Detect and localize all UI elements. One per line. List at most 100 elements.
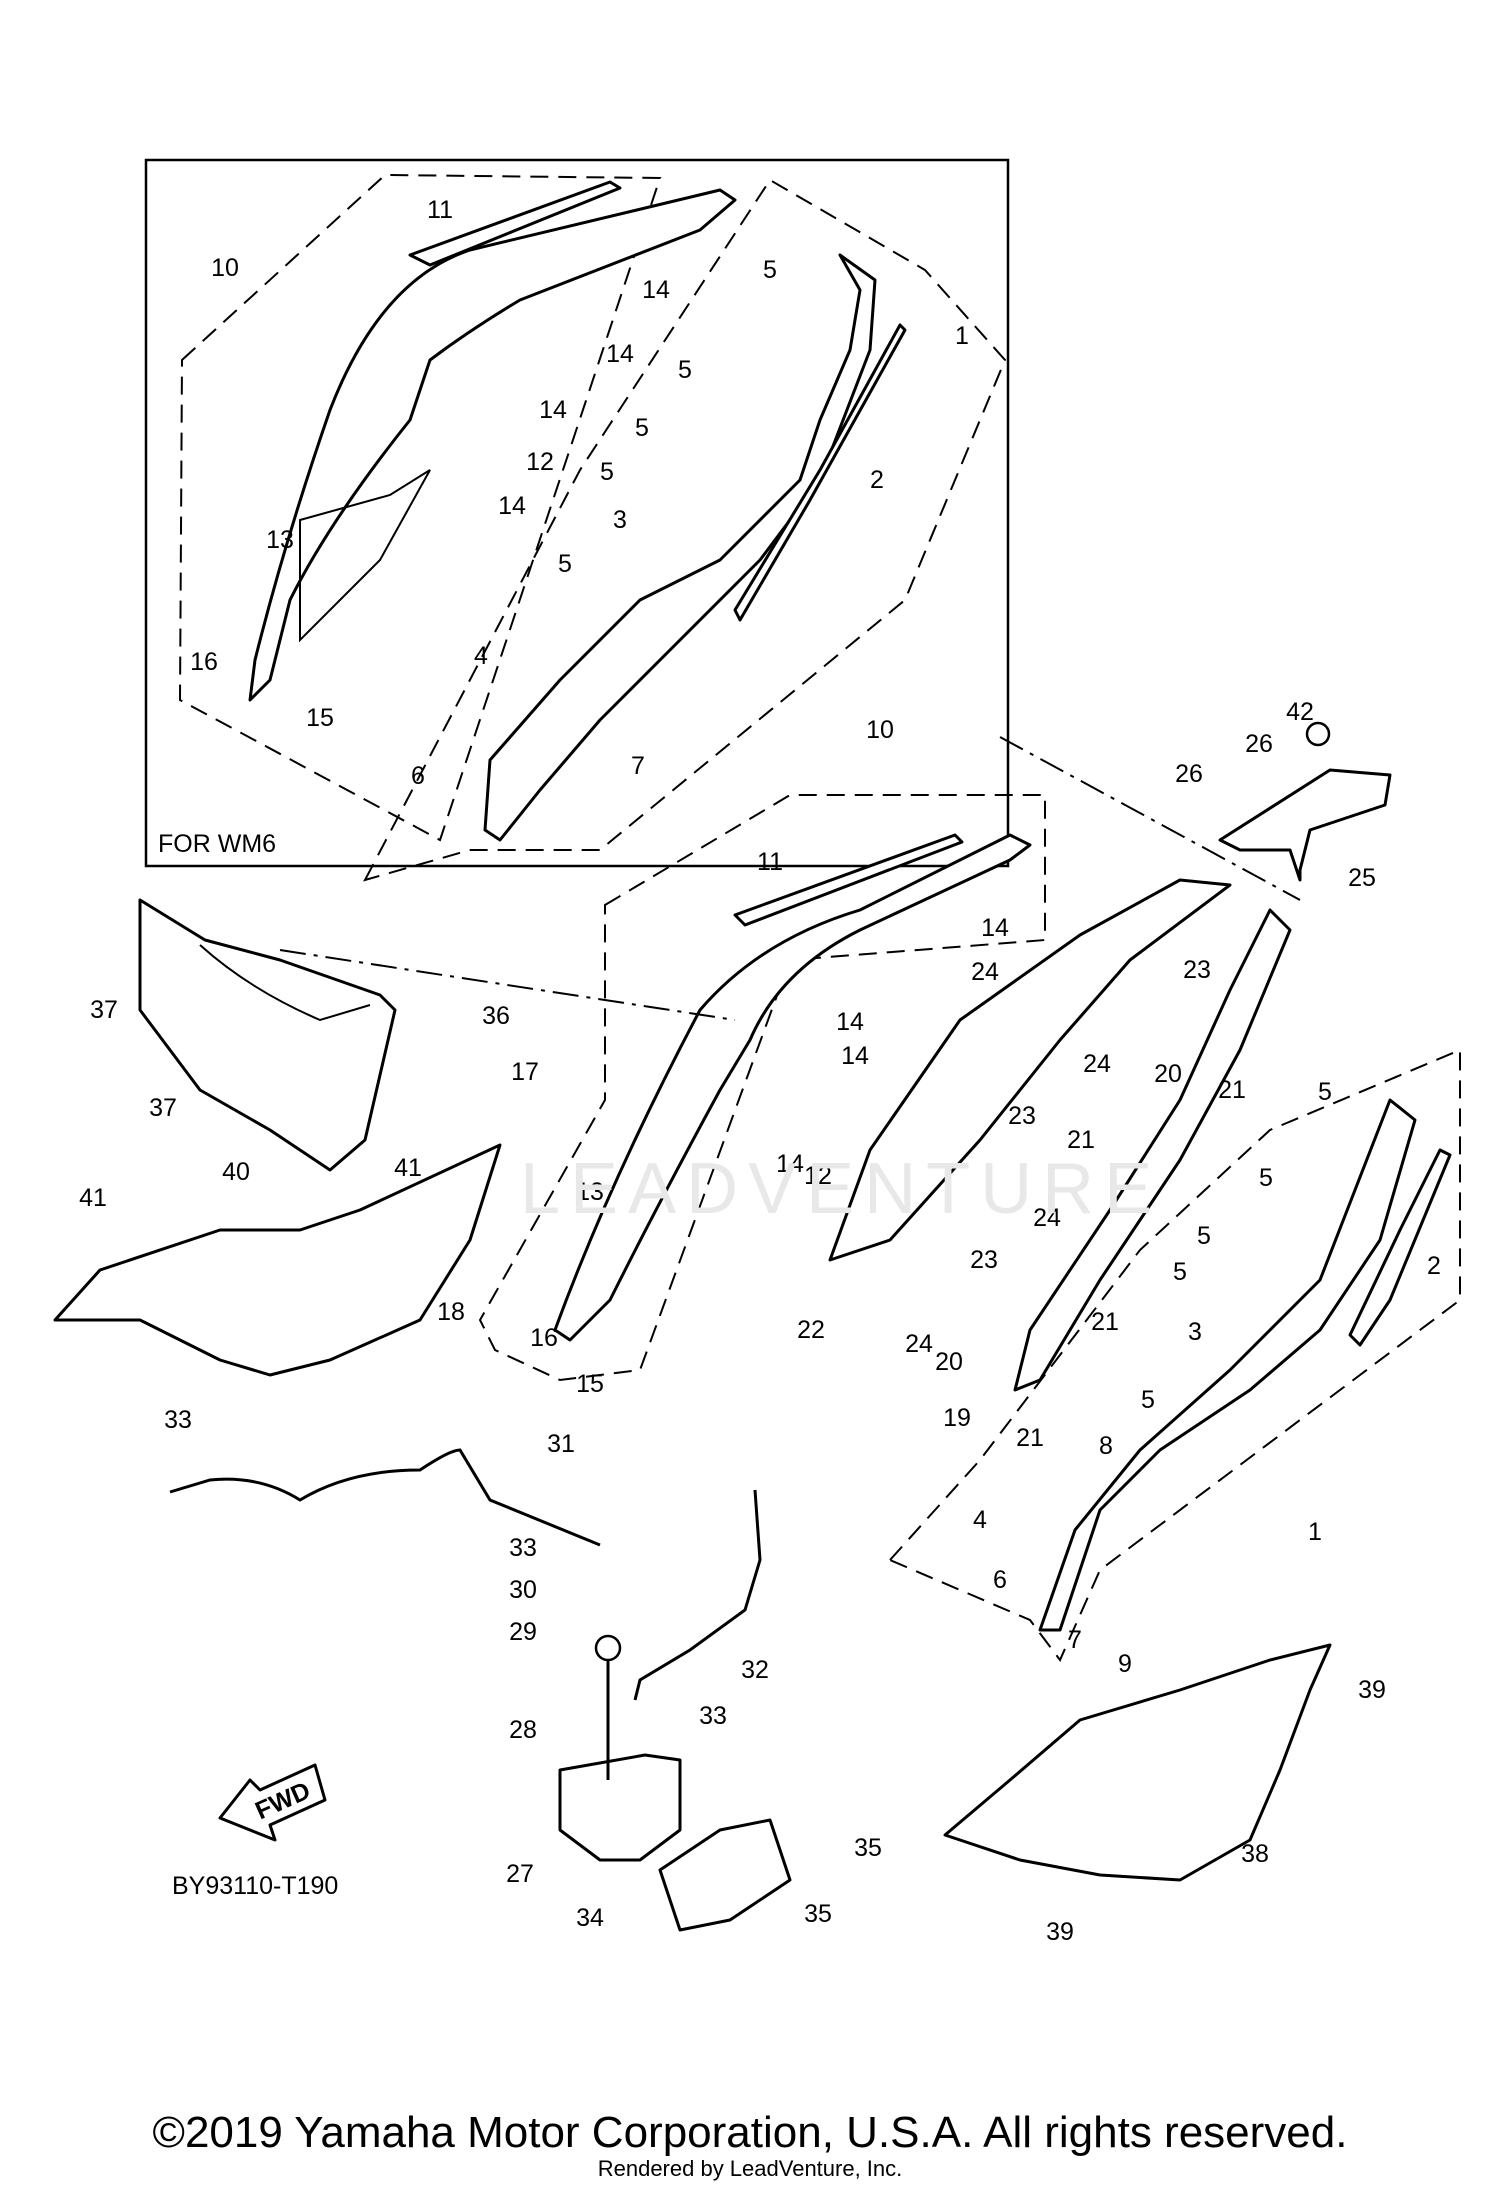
panel-38 <box>943 1643 1332 1882</box>
main-tail-cowl-stripe <box>733 833 964 927</box>
callout-number: 14 <box>836 1008 864 1036</box>
callout-number: 21 <box>1016 1424 1044 1452</box>
callout-number: 18 <box>437 1298 465 1326</box>
callout-number: 5 <box>1259 1164 1273 1192</box>
main-side-cover <box>1038 1098 1417 1632</box>
callout-number: 39 <box>1046 1918 1074 1946</box>
callout-number: 10 <box>866 716 894 744</box>
cover-34 <box>658 1818 792 1932</box>
callout-number: 40 <box>222 1158 250 1186</box>
fwd-arrow <box>218 1763 327 1842</box>
cap-42 <box>1305 721 1331 747</box>
main-group-1 <box>888 1048 1461 1662</box>
callout-number: 41 <box>79 1184 107 1212</box>
callout-number: 16 <box>190 648 218 676</box>
callout-number: 16 <box>530 1324 558 1352</box>
callout-number: 5 <box>763 256 777 284</box>
callout-number: 23 <box>1008 1102 1036 1130</box>
callout-number: 8 <box>1099 1432 1113 1460</box>
callout-number: 35 <box>854 1834 882 1862</box>
watermark: LEADVENTURE <box>520 1149 1163 1229</box>
callout-number: 13 <box>576 1178 604 1206</box>
callout-number: 30 <box>509 1576 537 1604</box>
callout-number: 5 <box>1173 1258 1187 1286</box>
callout-number: 5 <box>1197 1222 1211 1250</box>
bracket-25 <box>1218 768 1392 882</box>
callout-number: 21 <box>1091 1308 1119 1336</box>
main-group-10 <box>478 794 1046 1382</box>
rendered-by-text: Rendered by LeadVenture, Inc. <box>597 2156 903 2181</box>
callout-number: 15 <box>576 1370 604 1398</box>
hose-32 <box>633 1489 762 1701</box>
callout-number: 6 <box>993 1566 1007 1594</box>
callout-number: 39 <box>1358 1676 1386 1704</box>
callout-number: 42 <box>1286 698 1314 726</box>
callout-number: 29 <box>509 1618 537 1646</box>
callout-number: 24 <box>1083 1050 1111 1078</box>
callout-number: 5 <box>1318 1078 1332 1106</box>
inset-group-10 <box>178 173 662 842</box>
callout-number: 7 <box>1068 1626 1082 1654</box>
callout-number: 17 <box>511 1058 539 1086</box>
callout-number: 14 <box>498 492 526 520</box>
callout-number: 2 <box>870 466 884 494</box>
callout-number: 5 <box>558 550 572 578</box>
leader-10 <box>999 736 1301 901</box>
callout-number: 32 <box>741 1656 769 1684</box>
callout-number: 5 <box>635 414 649 442</box>
callout-number: 1 <box>1308 1518 1322 1546</box>
callout-number: 4 <box>973 1506 987 1534</box>
callout-number: 33 <box>509 1534 537 1562</box>
main-inner-bracket <box>828 878 1232 1262</box>
inset-tail-frame <box>299 469 431 643</box>
callout-number: 33 <box>164 1406 192 1434</box>
callout-number: 34 <box>576 1904 604 1932</box>
callout-number: 35 <box>804 1900 832 1928</box>
callout-number: 24 <box>1033 1204 1061 1232</box>
callout-number: 7 <box>631 752 645 780</box>
callout-number: 14 <box>539 396 567 424</box>
callout-number: 41 <box>394 1154 422 1182</box>
callout-number: 3 <box>1188 1318 1202 1346</box>
inset-side-cover <box>483 253 877 842</box>
callout-number: 14 <box>841 1042 869 1070</box>
tank-27 <box>558 1753 682 1862</box>
callout-number: 25 <box>1348 864 1376 892</box>
callout-number: 38 <box>1241 1840 1269 1868</box>
leader-36 <box>279 949 736 1021</box>
callout-number: 11 <box>757 848 783 876</box>
callout-number: 4 <box>474 642 488 670</box>
callout-number: 26 <box>1175 760 1203 788</box>
main-tail-cowl <box>553 833 1032 1342</box>
callout-number: 13 <box>266 526 294 554</box>
callout-number: 33 <box>699 1702 727 1730</box>
main-side-stripe <box>1348 1148 1452 1347</box>
callout-number: 3 <box>613 506 627 534</box>
callout-number: 22 <box>797 1316 825 1344</box>
cover-36-inner <box>199 944 371 1022</box>
callout-number: 19 <box>943 1404 971 1432</box>
callout-number: 20 <box>935 1348 963 1376</box>
callout-number: 6 <box>411 762 425 790</box>
callout-number: 11 <box>427 196 453 224</box>
callout-number: 37 <box>90 996 118 1024</box>
callout-number: 31 <box>547 1430 575 1458</box>
callout-number: 37 <box>149 1094 177 1122</box>
callout-number: 28 <box>509 1716 537 1744</box>
callout-number: 14 <box>776 1150 804 1178</box>
callout-number: 24 <box>905 1330 933 1358</box>
callout-number: 2 <box>1427 1252 1441 1280</box>
inset-tail-cowl-stripe <box>408 180 622 267</box>
callout-number: 12 <box>804 1162 832 1190</box>
hose-31 <box>169 1448 601 1547</box>
callout-number: 36 <box>482 1002 510 1030</box>
callout-number: 1 <box>955 322 969 350</box>
callout-number: 23 <box>1183 956 1211 984</box>
drawing-code: BY93110-T190 <box>172 1872 338 1900</box>
callout-number: 24 <box>971 958 999 986</box>
inset-side-stripe <box>733 323 907 622</box>
callout-number: 21 <box>1067 1126 1095 1154</box>
main-inner-frame <box>1013 908 1292 1392</box>
